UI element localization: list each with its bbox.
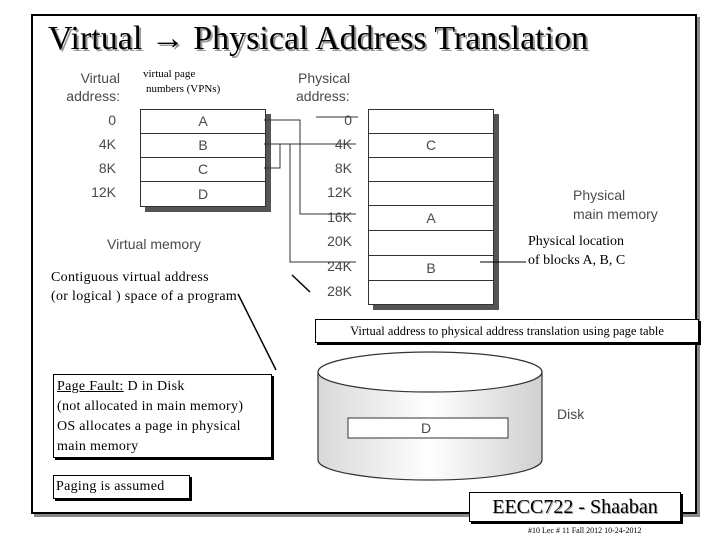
physical-frame-2 [369,158,493,182]
contiguous-note-line2: (or logical ) space of a program [51,289,238,304]
slide-title: Virtual → Physical Address Translation [48,20,589,57]
disk-label: Disk [557,406,585,422]
mapping-line-c-to-4k [264,143,356,169]
physical-memory-table: C A B [368,109,494,305]
course-badge-text: EECC722 - Shaaban [492,496,658,518]
virtual-memory-table: A B C D [140,109,266,207]
physical-location-note-line2: of blocks A, B, C [528,253,626,268]
physical-memory-caption-line1: Physical [573,187,626,203]
page-fault-detail: D in Disk [123,379,185,394]
translation-pointer [291,274,311,293]
virtual-memory-caption: Virtual memory [107,236,201,252]
virtual-address-header-line2: address: [66,88,120,104]
disk-block-label: D [421,420,432,436]
physical-frame-5 [369,231,493,256]
course-badge: EECC722 - Shaaban [469,492,681,522]
physical-address-16k: 16K [327,209,352,225]
mapping-line-b-to-24k [264,143,356,263]
physical-frame-c: C [369,134,493,158]
virtual-address-4k: 4K [98,136,116,152]
page-fault-line2: (not allocated in main memory) [57,399,244,414]
physical-frame-a: A [369,206,493,231]
physical-address-12k: 12K [327,184,352,200]
virtual-page-c: C [141,158,265,182]
physical-address-header-line2: address: [296,88,350,104]
physical-frame-b: B [369,256,493,281]
paging-assumed-note: Paging is assumed [53,475,190,499]
disk-top [317,351,543,393]
virtual-address-12k: 12K [91,184,116,200]
contiguous-note-line1: Contiguous virtual address [51,270,209,285]
page-fault-label: Page Fault: [57,379,124,394]
virtual-address-0: 0 [108,112,116,128]
physical-frame-3 [369,182,493,206]
page-fault-line4: main memory [57,439,139,454]
virtual-address-header-line1: Virtual [80,70,120,86]
virtual-address-8k: 8K [98,160,116,176]
page-fault-line1: Page Fault: D in Disk [57,377,271,397]
physical-address-header-line1: Physical [298,70,351,86]
virtual-page-a: A [141,110,265,134]
physical-address-0: 0 [344,112,352,128]
vpn-note-line1: virtual page [143,68,196,80]
physical-address-28k: 28K [327,283,352,299]
paging-assumed-text: Paging is assumed [56,479,165,494]
vpn-note-line2: numbers (VPNs) [146,83,221,95]
disk-block-d [347,417,509,439]
physical-frame-0 [369,110,493,134]
virtual-page-d: D [197,186,209,202]
page-fault-line3: OS allocates a page in physical [57,419,241,434]
physical-address-8k: 8K [334,160,352,176]
page-fault-pointer [237,293,277,371]
footer-meta: #10 Lec # 11 Fall 2012 10-24-2012 [528,526,642,535]
mapping-line-a-to-16k [264,119,356,215]
page-fault-note: Page Fault: D in Disk (not allocated in … [53,374,272,458]
translation-note-text: Virtual address to physical address tran… [350,324,664,338]
physical-memory-caption-line2: main memory [573,206,658,222]
physical-location-note-line1: Physical location [528,234,625,249]
virtual-page-b: B [141,134,265,158]
physical-address-20k: 20K [327,233,352,249]
translation-note-box: Virtual address to physical address tran… [315,319,699,343]
